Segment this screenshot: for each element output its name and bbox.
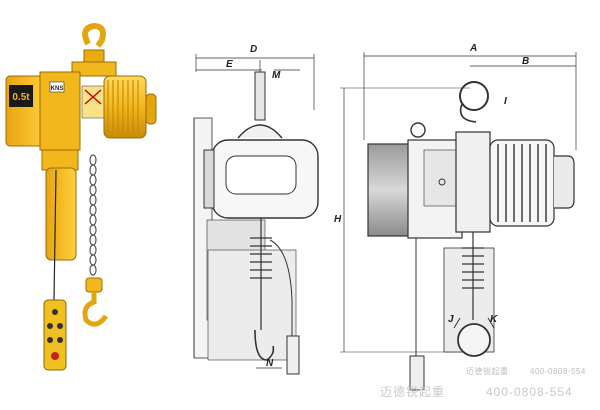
- dim-label-E: E: [226, 59, 233, 70]
- motor: [103, 75, 147, 139]
- dim-label-A: A: [469, 43, 477, 54]
- watermark-company-small: 迈德锐起重: [466, 366, 509, 376]
- top-hook: [82, 22, 106, 48]
- chain-bag: [45, 167, 77, 261]
- dim-label-H: H: [334, 214, 342, 225]
- capacity-badge: [9, 85, 33, 107]
- dim-label-I: I: [504, 96, 507, 107]
- bottom-hook: [82, 292, 109, 327]
- brand-plate-text: KNS: [51, 86, 64, 92]
- dim-label-K: K: [490, 314, 498, 325]
- dim-label-M: M: [272, 70, 281, 81]
- pendant-control: [43, 299, 67, 371]
- dim-label-N: N: [266, 358, 274, 369]
- watermark-phone-small: 400-0808-554: [530, 367, 586, 376]
- brand-plate: [49, 81, 65, 93]
- watermark-company: 迈德锐起重: [380, 384, 445, 399]
- side-view-drawing: [193, 54, 319, 375]
- capacity-badge-text: 0.5t: [12, 92, 30, 103]
- dim-label-D: D: [250, 44, 257, 55]
- dim-label-J: J: [448, 314, 454, 325]
- front-view-drawing: [340, 52, 577, 391]
- hoist-photo: 0.5t KNS: [5, 22, 157, 371]
- watermark-phone: 400-0808-554: [486, 385, 573, 399]
- load-chain: [89, 154, 97, 276]
- dim-label-B: B: [522, 56, 529, 67]
- motor-fins: [497, 144, 547, 222]
